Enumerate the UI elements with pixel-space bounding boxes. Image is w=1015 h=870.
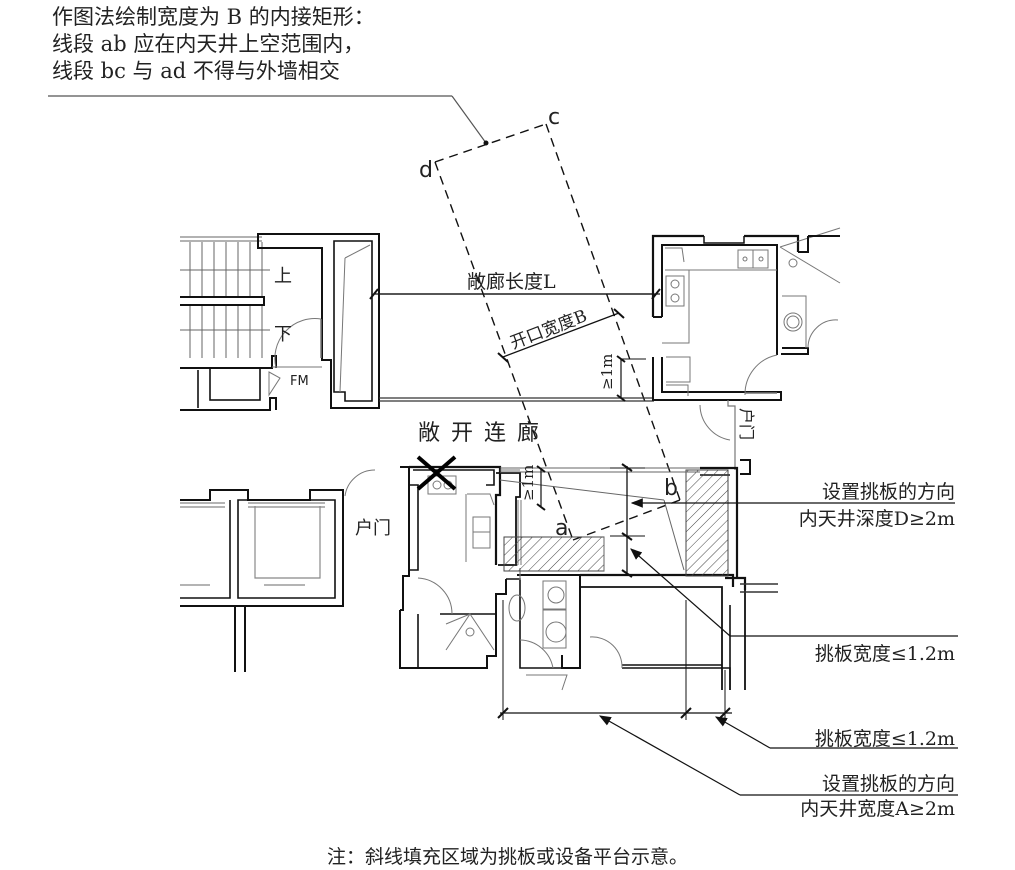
callout-3-text: 挑板宽度≤1.2m <box>815 728 955 750</box>
upper-right-unit <box>651 227 841 475</box>
callout-1-line-2: 内天井深度D≥2m <box>799 508 955 530</box>
note-leader <box>48 95 489 146</box>
point-c: c <box>548 105 560 130</box>
footer-note: 注：斜线填充区域为挑板或设备平台示意。 <box>326 846 688 868</box>
open-corridor-label: 敞 开 连 廊 <box>418 421 541 446</box>
callout-2-text: 挑板宽度≤1.2m <box>815 643 955 665</box>
min-1m-label-upper: ≥1m <box>598 354 616 390</box>
point-d: d <box>419 158 433 183</box>
inscribed-rectangle <box>434 123 681 541</box>
instruction-note: 作图法绘制宽度为 B 的内接矩形： 线段 ab 应在内天井上空范围内， 线段 b… <box>52 4 375 85</box>
instruction-line-2: 线段 ab 应在内天井上空范围内， <box>52 32 365 56</box>
opening-width-dimension <box>497 308 625 363</box>
fm-label: FM <box>290 374 309 389</box>
point-b: b <box>664 476 678 501</box>
courtyard-depth-dimension <box>610 463 645 578</box>
overhang-slab-right <box>685 469 729 577</box>
courtyard-lines <box>499 467 700 571</box>
opening-width-label: 开口宽度B <box>508 306 590 354</box>
stair-down-label: 下 <box>274 324 292 345</box>
instruction-line-3: 线段 bc 与 ad 不得与外墙相交 <box>52 59 340 83</box>
courtyard-width-dimension <box>497 600 732 720</box>
corridor-length-label: 敞廊长度L <box>467 271 556 293</box>
stair-core <box>180 233 380 411</box>
unit-door-left-label: 户门 <box>355 518 391 539</box>
unit-door-right-label: 户门 <box>737 408 756 440</box>
callout-1-line-1: 设置挑板的方向 <box>822 481 955 503</box>
min-1m-dimension-upper <box>616 355 646 402</box>
callout-4-line-1: 设置挑板的方向 <box>822 773 955 795</box>
callout-leaders <box>598 498 958 796</box>
point-a: a <box>555 516 568 541</box>
stair-up-label: 上 <box>274 266 292 287</box>
callout-4-line-2: 内天井宽度A≥2m <box>800 798 955 820</box>
overhang-slab-lower <box>503 536 605 572</box>
elevator-lobby <box>180 469 376 672</box>
lower-center-unit <box>399 465 778 691</box>
instruction-line-1: 作图法绘制宽度为 B 的内接矩形： <box>52 5 375 29</box>
prohibited-x-mark <box>416 455 457 491</box>
min-1m-dimension-lower <box>536 465 546 511</box>
min-1m-label-lower: ≥1m <box>519 465 537 501</box>
